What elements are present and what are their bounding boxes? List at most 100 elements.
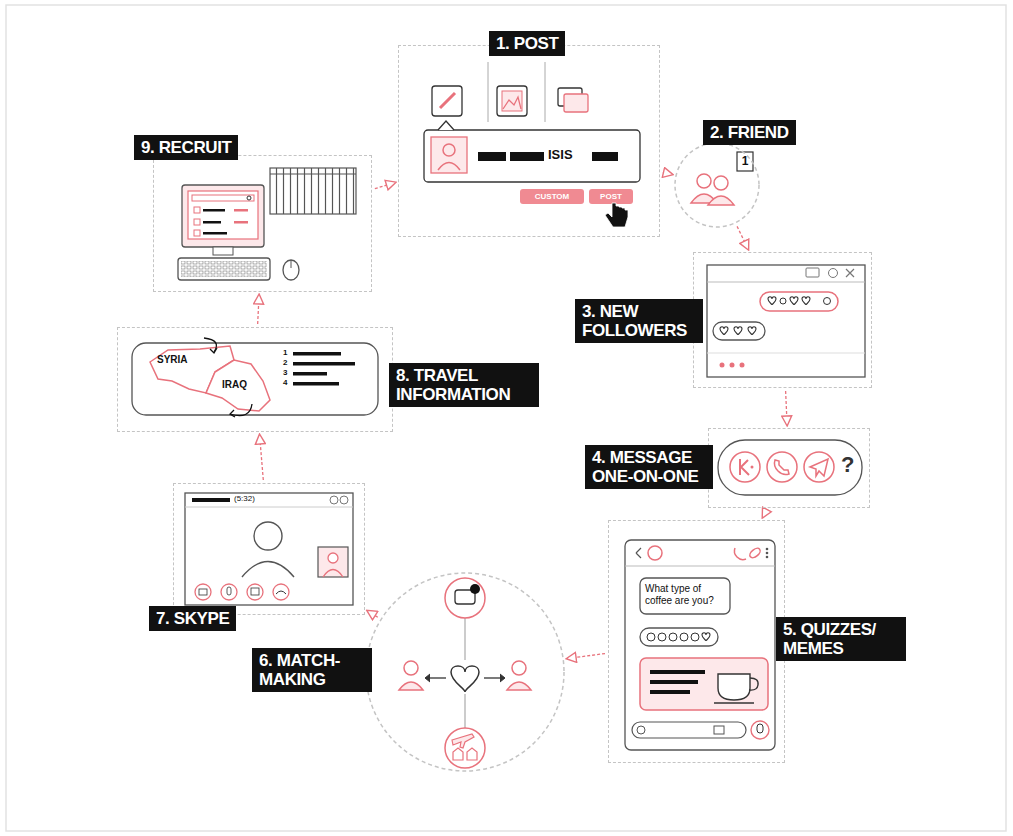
video-call-window-part bbox=[340, 496, 348, 504]
phone-chat-part bbox=[734, 548, 746, 560]
step-box: 1. POST bbox=[398, 45, 660, 237]
chat-window-part bbox=[707, 282, 865, 283]
circle-outline bbox=[366, 573, 564, 771]
post-illustration-part bbox=[497, 86, 527, 116]
messenger-icons-part bbox=[730, 452, 760, 482]
phone-chat-part bbox=[636, 548, 641, 558]
phone-chat-part bbox=[757, 724, 763, 733]
illustration-text: What type of coffee are you? bbox=[645, 583, 727, 607]
phone-chat-part bbox=[632, 722, 746, 738]
step-label: 2. FRIEND bbox=[703, 120, 796, 145]
computer-illustration-part bbox=[188, 191, 258, 239]
matchmaking-illustration-part bbox=[453, 748, 477, 760]
post-illustration-part bbox=[510, 152, 544, 161]
map-panel-part bbox=[293, 352, 341, 356]
post-illustration-part bbox=[438, 163, 460, 171]
map-panel-part bbox=[204, 338, 216, 352]
video-call-window-part bbox=[195, 584, 211, 600]
computer-illustration-part bbox=[234, 209, 248, 212]
list-number: 2 bbox=[283, 359, 287, 368]
computer-illustration-part bbox=[203, 232, 227, 235]
friend-illustration bbox=[691, 152, 753, 205]
chat-window-part bbox=[829, 269, 838, 278]
post-illustration-part bbox=[440, 93, 455, 108]
computer-illustration-part bbox=[181, 261, 267, 277]
flow-arrow bbox=[567, 654, 605, 659]
map-panel-part bbox=[230, 410, 235, 417]
flow-arrow bbox=[260, 435, 264, 480]
phone-chat-part bbox=[702, 633, 710, 641]
matchmaking-illustration-part bbox=[512, 661, 526, 675]
post-illustration-part bbox=[564, 94, 588, 112]
chat-window-part bbox=[768, 297, 776, 305]
flow-arrow bbox=[375, 182, 395, 188]
matchmaking-illustration-part bbox=[445, 728, 485, 768]
flow-arrow bbox=[258, 295, 259, 324]
illustration-text: ISIS bbox=[548, 148, 573, 162]
illustration-text: CUSTOM bbox=[520, 190, 584, 203]
chat-window-part bbox=[720, 363, 725, 368]
map-panel-part bbox=[293, 372, 327, 376]
phone-chat-part bbox=[637, 726, 645, 734]
chat-window bbox=[707, 265, 865, 377]
chat-window-part bbox=[707, 353, 865, 354]
messenger-icons-part bbox=[774, 460, 789, 475]
phone-chat-part bbox=[640, 658, 768, 710]
computer-illustration-part bbox=[178, 258, 270, 280]
video-call-window-part bbox=[199, 589, 207, 595]
phone-chat-part bbox=[625, 540, 775, 750]
step-label: 7. SKYPE bbox=[149, 606, 236, 631]
chat-window-part bbox=[748, 327, 756, 335]
phone-chat-part bbox=[658, 633, 666, 641]
messenger-icons-part bbox=[804, 452, 834, 482]
matchmaking-illustration-part bbox=[399, 682, 423, 690]
step-circle: 6. MATCH-MAKING bbox=[365, 572, 565, 772]
computer-illustration-part bbox=[234, 221, 248, 224]
post-illustration bbox=[424, 62, 640, 227]
phone-chat-part bbox=[650, 690, 690, 694]
map-panel bbox=[132, 338, 378, 417]
video-call-window-part bbox=[323, 570, 343, 578]
video-call-window-part bbox=[328, 553, 338, 563]
step-label: 1. POST bbox=[489, 31, 565, 56]
frame bbox=[6, 5, 1006, 831]
flow-arrow bbox=[763, 511, 767, 518]
video-call-window-part bbox=[251, 588, 259, 595]
chat-window-part bbox=[790, 297, 798, 305]
messenger-icons-part bbox=[751, 466, 754, 469]
circle-outline bbox=[365, 572, 565, 772]
computer-illustration-part bbox=[194, 207, 200, 213]
computer-illustration-part bbox=[213, 247, 233, 255]
phone-chat-part bbox=[766, 552, 769, 555]
illustration-text: 1 bbox=[737, 153, 753, 170]
messenger-icons-part bbox=[718, 440, 862, 495]
list-number: 3 bbox=[283, 369, 287, 378]
map-panel-part bbox=[132, 343, 378, 415]
messenger-icons-part bbox=[767, 452, 797, 482]
phone-chat-part bbox=[718, 674, 750, 700]
phone-chat-part bbox=[647, 633, 655, 641]
post-illustration-part bbox=[431, 137, 467, 173]
country-name: SYRIA bbox=[157, 354, 188, 365]
phone-chat-part bbox=[680, 633, 688, 641]
phone-chat-part bbox=[640, 578, 730, 614]
video-call-window-part bbox=[330, 496, 338, 504]
phone-chat-part bbox=[691, 633, 699, 641]
chat-window-part bbox=[720, 327, 728, 335]
phone-chat-part bbox=[625, 566, 775, 567]
illustration-text: (5:32) bbox=[234, 495, 255, 504]
post-illustration-part bbox=[520, 189, 584, 204]
phone-chat-part bbox=[714, 702, 754, 703]
step-box: 5. QUIZZES/ MEMES bbox=[608, 520, 785, 763]
video-call-window-part bbox=[242, 562, 294, 578]
phone-chat-part bbox=[648, 546, 662, 560]
post-illustration-part bbox=[502, 91, 522, 111]
messenger-icons bbox=[718, 440, 862, 495]
computer-illustration-part bbox=[270, 168, 356, 214]
step-box: 8. TRAVEL INFORMATION bbox=[117, 327, 393, 432]
phone-chat-part bbox=[749, 678, 758, 690]
video-call-window-part bbox=[247, 584, 263, 600]
flow-arrow bbox=[786, 391, 787, 425]
